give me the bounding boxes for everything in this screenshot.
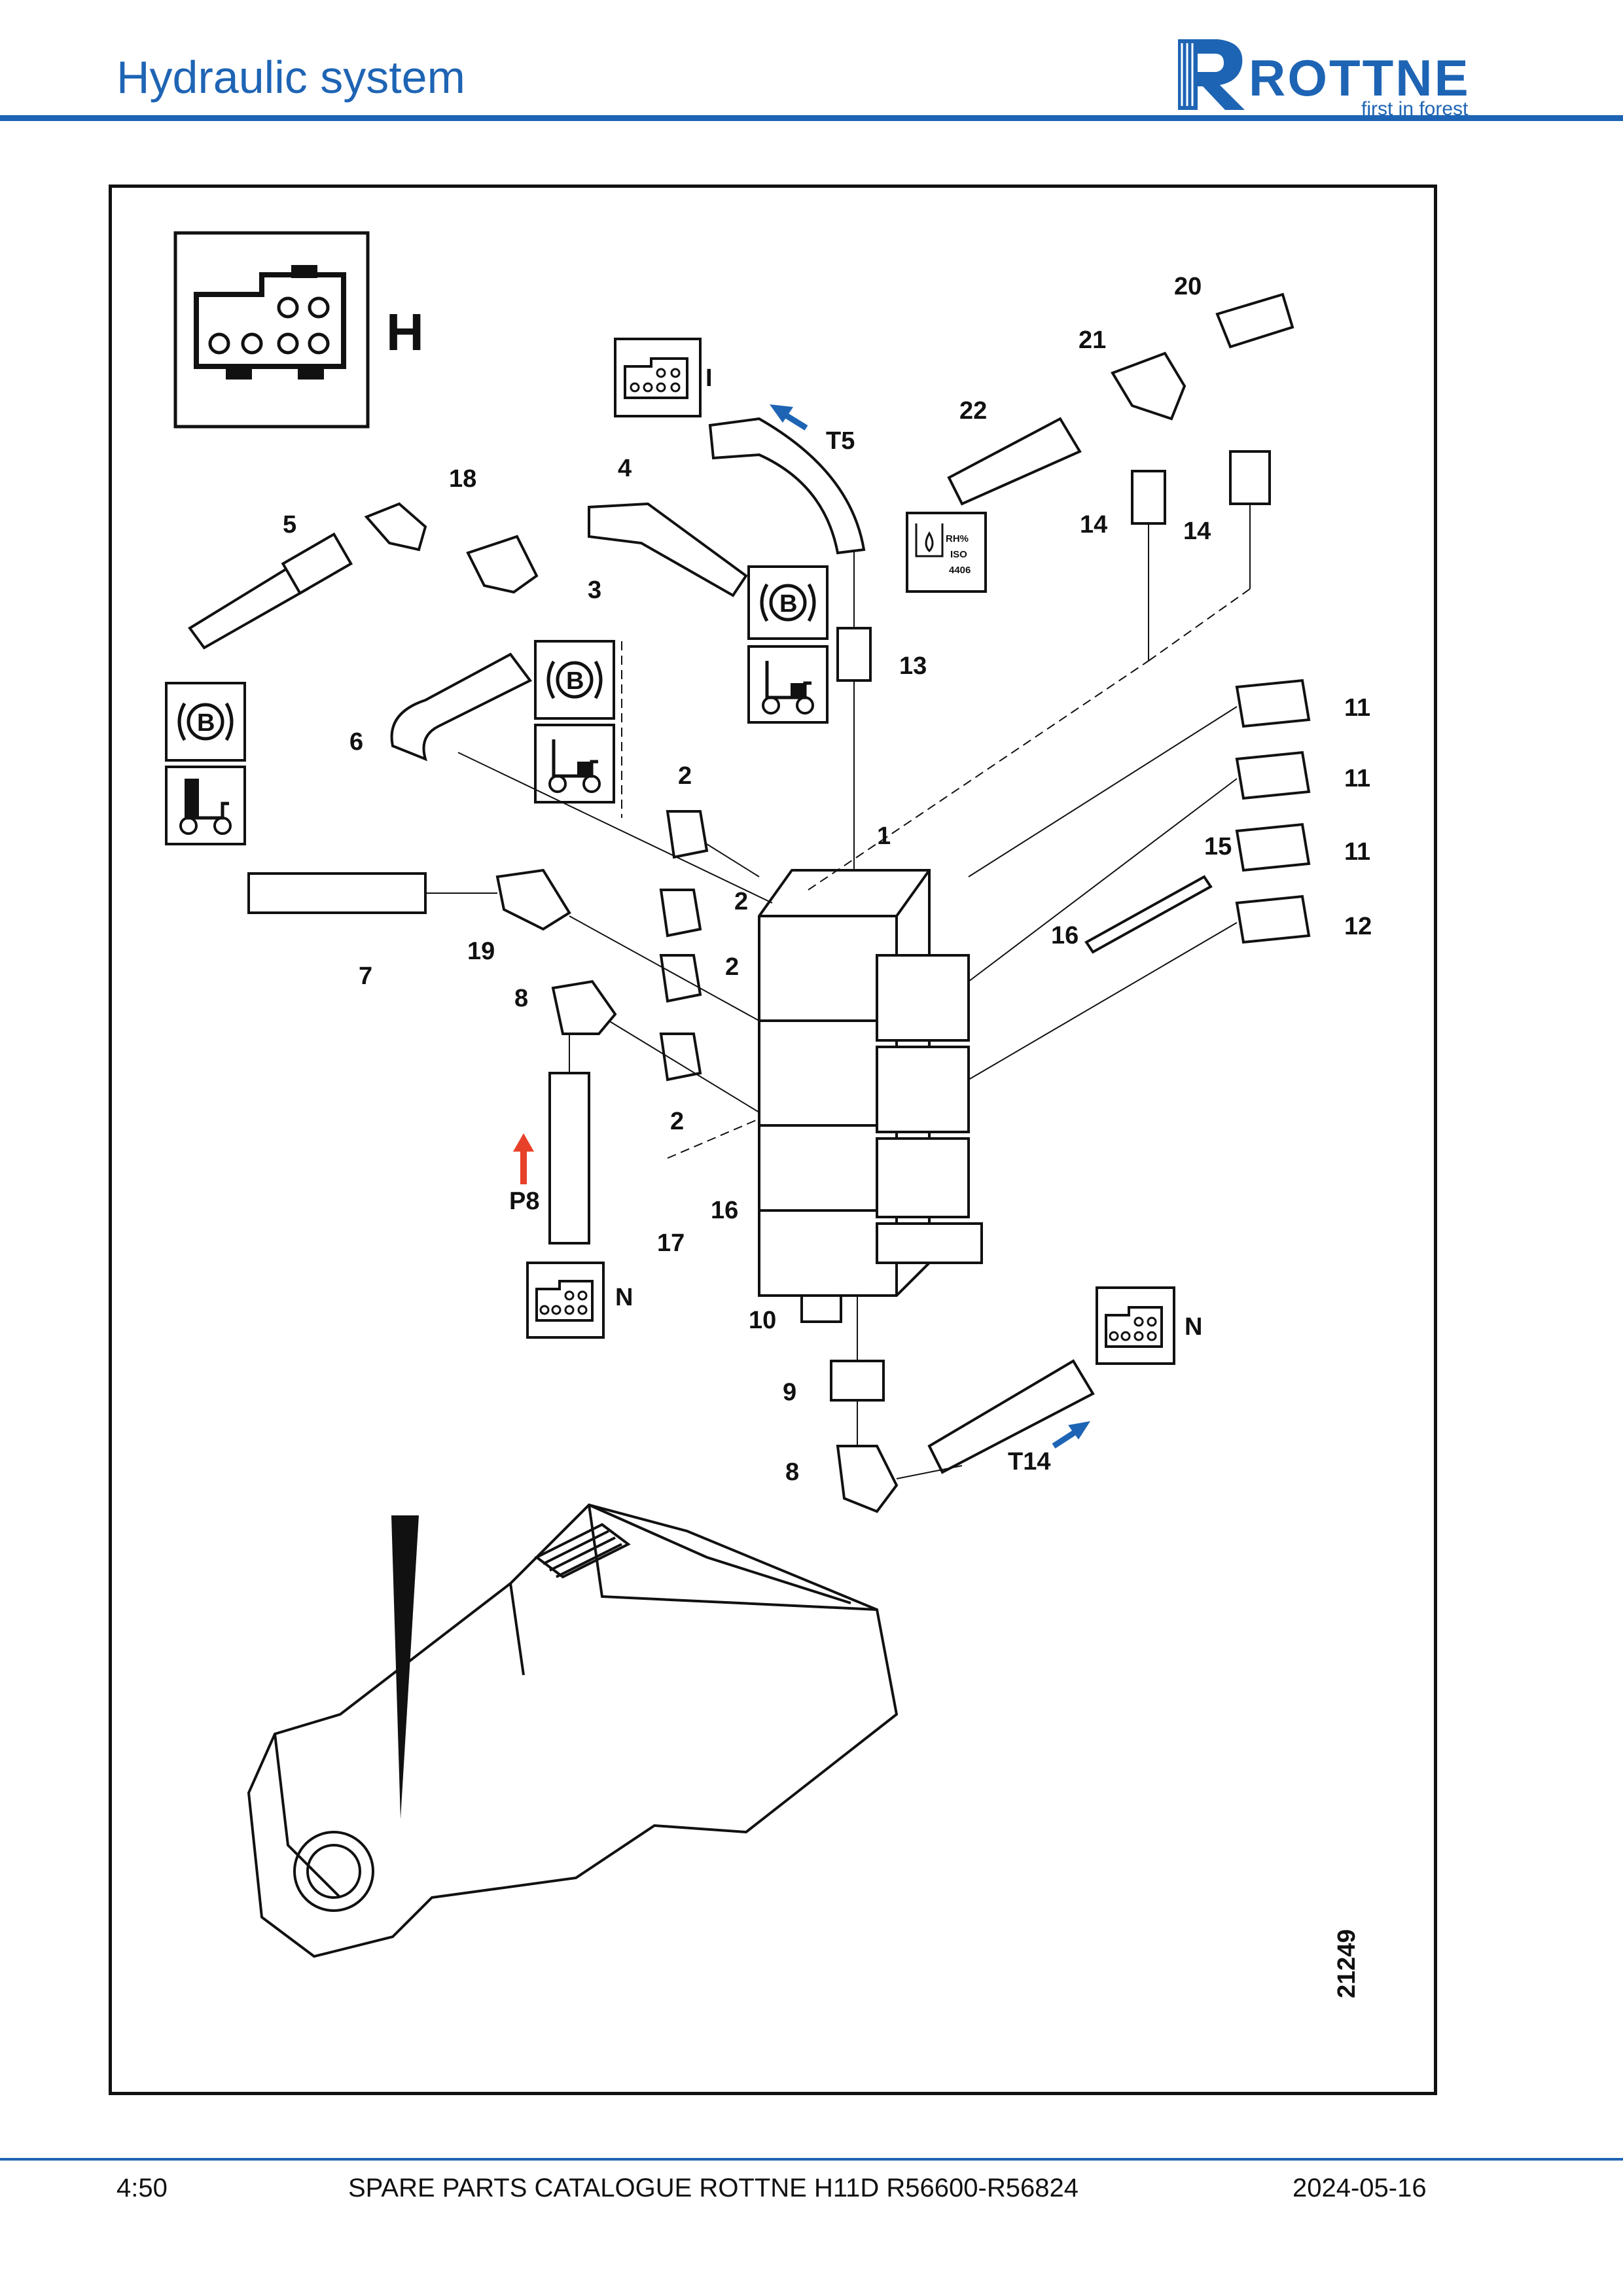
callout-2-c: 2 bbox=[725, 953, 739, 981]
machine-frame-overview bbox=[247, 1503, 899, 1958]
tank-arrow-t5 bbox=[770, 404, 808, 431]
callout-18: 18 bbox=[449, 465, 476, 493]
svg-text:B: B bbox=[779, 590, 797, 618]
connector-label-n-right: N bbox=[1185, 1313, 1202, 1341]
port-label-t5: T5 bbox=[826, 427, 855, 455]
pressure-arrow-p8 bbox=[513, 1133, 534, 1184]
callout-14-right: 14 bbox=[1183, 518, 1211, 545]
tractor-symbol-top bbox=[747, 645, 829, 724]
tractor-symbol-left bbox=[165, 766, 246, 845]
callout-6: 6 bbox=[349, 728, 363, 756]
callout-11-b: 11 bbox=[1344, 765, 1370, 792]
callout-16-left: 16 bbox=[711, 1197, 738, 1224]
callout-12: 12 bbox=[1344, 913, 1372, 940]
callout-2-d: 2 bbox=[670, 1108, 684, 1135]
figure-number: 21249 bbox=[1333, 1929, 1361, 1998]
connector-i-symbol bbox=[614, 338, 702, 417]
callout-2-a: 2 bbox=[678, 762, 692, 790]
callout-21: 21 bbox=[1079, 327, 1106, 354]
connector-label-h: H bbox=[386, 303, 424, 361]
callout-20: 20 bbox=[1174, 273, 1202, 300]
callout-15: 15 bbox=[1204, 833, 1232, 860]
port-label-t14: T14 bbox=[1008, 1448, 1050, 1475]
connector-label-n-left: N bbox=[615, 1284, 633, 1311]
callout-13: 13 bbox=[899, 652, 927, 680]
callout-10: 10 bbox=[749, 1307, 776, 1334]
brake-symbol-top: B bbox=[747, 565, 829, 640]
callout-11-a: 11 bbox=[1344, 694, 1370, 722]
callout-11-c: 11 bbox=[1344, 838, 1370, 866]
callout-14-left: 14 bbox=[1080, 511, 1107, 539]
callout-17: 17 bbox=[657, 1229, 685, 1257]
connection-lines bbox=[425, 504, 1251, 1479]
svg-text:B: B bbox=[566, 667, 584, 695]
footer-divider bbox=[0, 2158, 1623, 2161]
brake-symbol-middle: B bbox=[534, 640, 615, 720]
port-label-p8: P8 bbox=[509, 1188, 539, 1215]
callout-2-b: 2 bbox=[734, 888, 748, 915]
callout-19: 19 bbox=[467, 938, 495, 965]
connector-label-i: I bbox=[705, 364, 713, 392]
tractor-symbol-middle bbox=[534, 724, 615, 804]
callout-9: 9 bbox=[783, 1379, 796, 1406]
header-divider bbox=[0, 115, 1623, 121]
oil-symbol-line-3: 4406 bbox=[949, 565, 971, 576]
oil-cleanliness-symbol bbox=[906, 512, 987, 593]
logo-wordmark: ROTTNE bbox=[1249, 49, 1471, 107]
callout-5: 5 bbox=[283, 511, 296, 539]
callout-8-lower: 8 bbox=[785, 1458, 799, 1486]
oil-symbol-line-2: ISO bbox=[950, 549, 967, 560]
rottne-r-emblem-icon bbox=[1178, 39, 1245, 110]
svg-text:B: B bbox=[197, 709, 215, 737]
callout-3: 3 bbox=[588, 576, 601, 604]
document-title: SPARE PARTS CATALOGUE ROTTNE H11D R56600… bbox=[348, 2174, 1079, 2202]
callout-8-upper: 8 bbox=[514, 985, 528, 1012]
connector-h-symbol bbox=[173, 231, 370, 429]
callout-22: 22 bbox=[959, 397, 987, 425]
connector-n-left-symbol bbox=[526, 1262, 605, 1339]
hose-art bbox=[188, 292, 1311, 1513]
callout-1: 1 bbox=[877, 822, 891, 850]
document-date: 2024-05-16 bbox=[1293, 2174, 1427, 2202]
diagram-frame bbox=[109, 185, 1437, 2095]
oil-symbol-line-1: RH% bbox=[946, 533, 969, 544]
page-number: 4:50 bbox=[116, 2174, 168, 2202]
callout-16-right: 16 bbox=[1051, 922, 1079, 949]
connector-n-right-symbol bbox=[1096, 1286, 1175, 1365]
location-pointer bbox=[391, 1515, 419, 1819]
tank-arrow-t14 bbox=[1052, 1421, 1090, 1449]
brake-symbol-left: B bbox=[165, 682, 246, 762]
callout-7: 7 bbox=[359, 963, 372, 990]
page-title: Hydraulic system bbox=[116, 52, 465, 103]
callout-4: 4 bbox=[618, 455, 632, 482]
callout-labels: 20 21 22 14 14 18 4 5 3 13 T5 11 11 11 1… bbox=[283, 273, 1372, 1486]
dashed-lines bbox=[621, 588, 1251, 1159]
